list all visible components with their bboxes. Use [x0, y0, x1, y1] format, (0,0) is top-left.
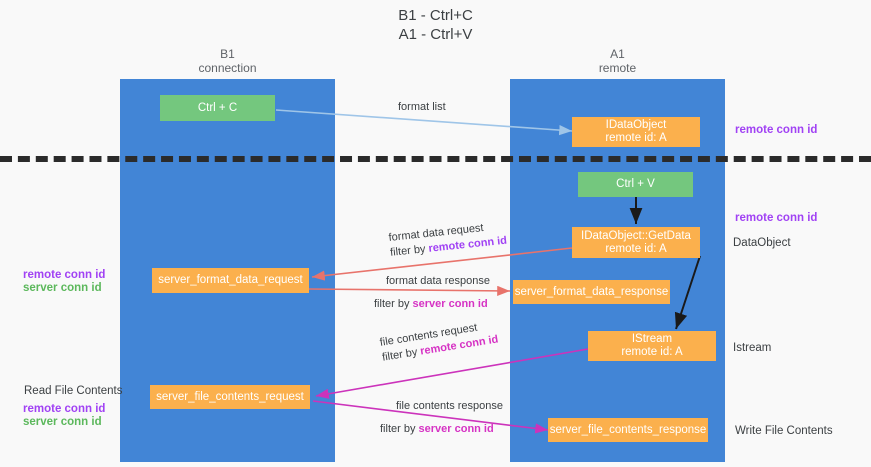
label-format-list: format list	[398, 101, 446, 113]
box-idataobject-getdata[interactable]: IDataObject::GetData remote id: A	[572, 227, 700, 258]
box-istream-line-1: IStream	[631, 333, 673, 345]
annotation-left-remote-conn-id-bottom: remote conn id	[23, 403, 106, 415]
label-format-data-response: format data response	[386, 275, 490, 287]
arrow-format-data-request	[311, 247, 573, 281]
diagram-title: B1 - Ctrl+C A1 - Ctrl+V	[0, 6, 871, 44]
label-fdres-filter-key: server conn id	[412, 298, 488, 310]
box-getdata-line-2: remote id: A	[605, 242, 667, 255]
diagram-title-line-1: B1 - Ctrl+C	[398, 7, 473, 24]
arrow-format-data-response	[307, 285, 511, 296]
phase-separator	[0, 156, 871, 162]
annotation-remote-conn-id-mid: remote conn id	[735, 212, 818, 224]
box-server-file-contents-request[interactable]: server_file_contents_request	[150, 385, 310, 409]
diagram-title-line-2: A1 - Ctrl+V	[398, 26, 473, 43]
label-format-data-response-filter: filter by server conn id	[374, 298, 488, 311]
annotation-left-server-conn-id-bottom: server conn id	[23, 416, 102, 428]
box-ctrl-v[interactable]: Ctrl + V	[578, 172, 693, 197]
column-header-b1-name: B1	[220, 47, 235, 61]
box-istream[interactable]: IStream remote id: A	[588, 331, 716, 361]
label-fcres-filter: filter by server conn id	[380, 423, 494, 436]
annotation-write-file-contents: Write File Contents	[735, 425, 833, 437]
box-server-file-contents-response[interactable]: server_file_contents_response	[548, 418, 708, 442]
column-header-a1-role: remote	[598, 61, 637, 75]
column-header-a1-name: A1	[610, 47, 625, 61]
box-server-format-data-request[interactable]: server_format_data_request	[152, 268, 309, 293]
arrow-file-contents-response	[312, 400, 549, 434]
label-fcres-filter-prefix: filter by	[380, 423, 419, 435]
column-header-a1: A1 remote	[510, 47, 725, 75]
column-header-b1-role: connection	[198, 61, 257, 75]
arrow-format-list	[275, 109, 573, 136]
box-idataobject[interactable]: IDataObject remote id: A	[572, 117, 700, 147]
label-fdres-filter-prefix: filter by	[374, 298, 413, 310]
box-idataobject-line-1: IDataObject	[605, 119, 667, 131]
label-fdreq-filter-prefix: filter by	[389, 242, 430, 259]
box-ctrl-c[interactable]: Ctrl + C	[160, 95, 275, 121]
annotation-remote-conn-id-top: remote conn id	[735, 124, 818, 136]
label-file-contents-response: file contents response	[396, 400, 504, 412]
arrow-getdata-to-istream	[674, 255, 701, 330]
box-istream-line-2: remote id: A	[621, 346, 683, 358]
annotation-left-remote-conn-id-mid: remote conn id	[23, 269, 106, 281]
annotation-left-server-conn-id-mid: server conn id	[23, 282, 102, 294]
annotation-read-file-contents: Read File Contents	[24, 385, 123, 397]
arrow-file-contents-request	[315, 348, 589, 399]
column-header-b1: B1 connection	[120, 47, 335, 75]
annotation-istream: Istream	[733, 342, 772, 354]
annotation-dataobject: DataObject	[733, 237, 791, 249]
label-fcres-filter-key: server conn id	[418, 423, 494, 435]
box-server-format-data-response[interactable]: server_format_data_response	[513, 280, 670, 304]
box-idataobject-line-2: remote id: A	[605, 132, 667, 144]
box-getdata-line-1: IDataObject::GetData	[581, 229, 691, 242]
